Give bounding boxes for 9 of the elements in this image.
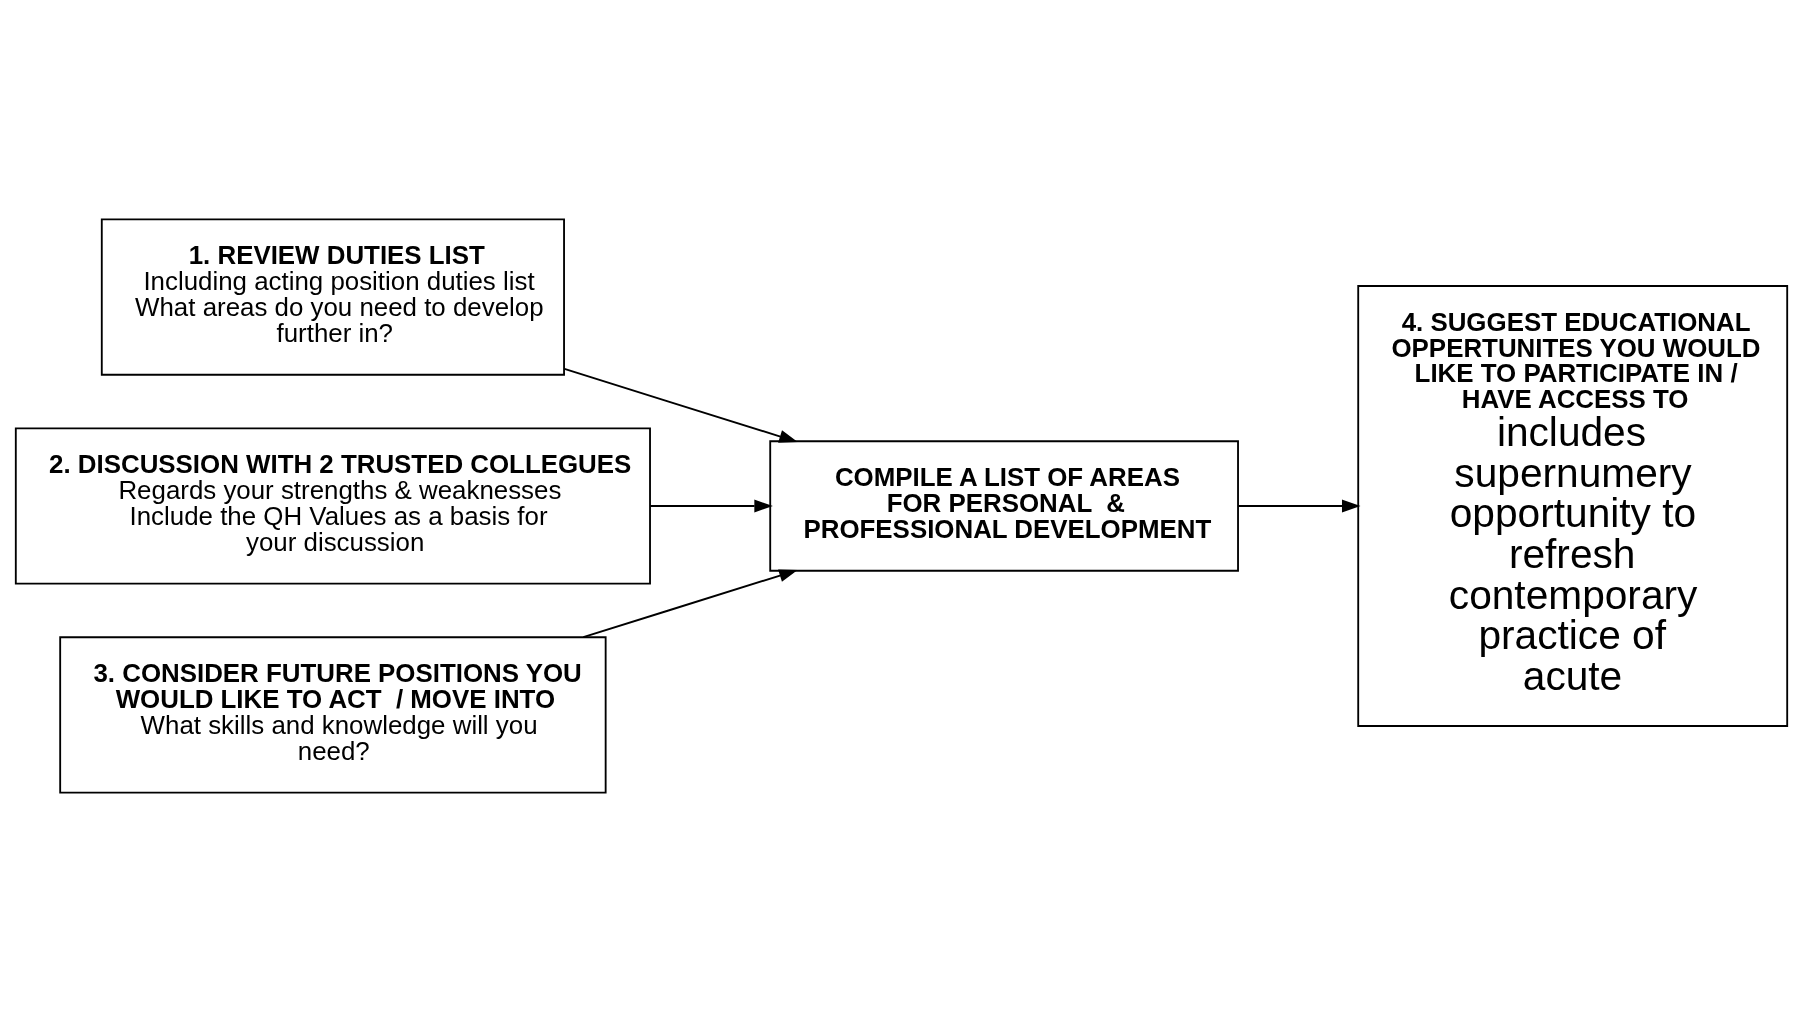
node-box: COMPILE A LIST OF AREAS FOR PERSONAL & PROFESSIONAL DEVELOPMENT bbox=[769, 439, 1239, 572]
node-box: 3. CONSIDER FUTURE POSITIONS YOU WOULD LIKE TO ACT / MOVE INTO What skills and knowledge will you need? bbox=[59, 635, 607, 794]
arrow bbox=[563, 367, 798, 443]
arrow bbox=[582, 568, 798, 638]
node-box: 2. DISCUSSION WITH 2 TRUSTED COLLEGUES Regards your strengths & weaknesses Include the QH Values as a basis for your discussion bbox=[14, 426, 651, 585]
arrow bbox=[1237, 499, 1361, 512]
node-box: 1. REVIEW DUTIES LIST Including acting position duties list What areas do you need to develop further in? bbox=[100, 217, 565, 376]
arrow bbox=[649, 499, 773, 512]
node-box: 4. SUGGEST EDUCATIONAL OPPERTUNITES YOU WOULD LIKE TO PARTICIPATE IN / HAVE ACCESS TO includes supernumery opportunity to refresh contemporary practice of acute bbox=[1357, 284, 1789, 727]
